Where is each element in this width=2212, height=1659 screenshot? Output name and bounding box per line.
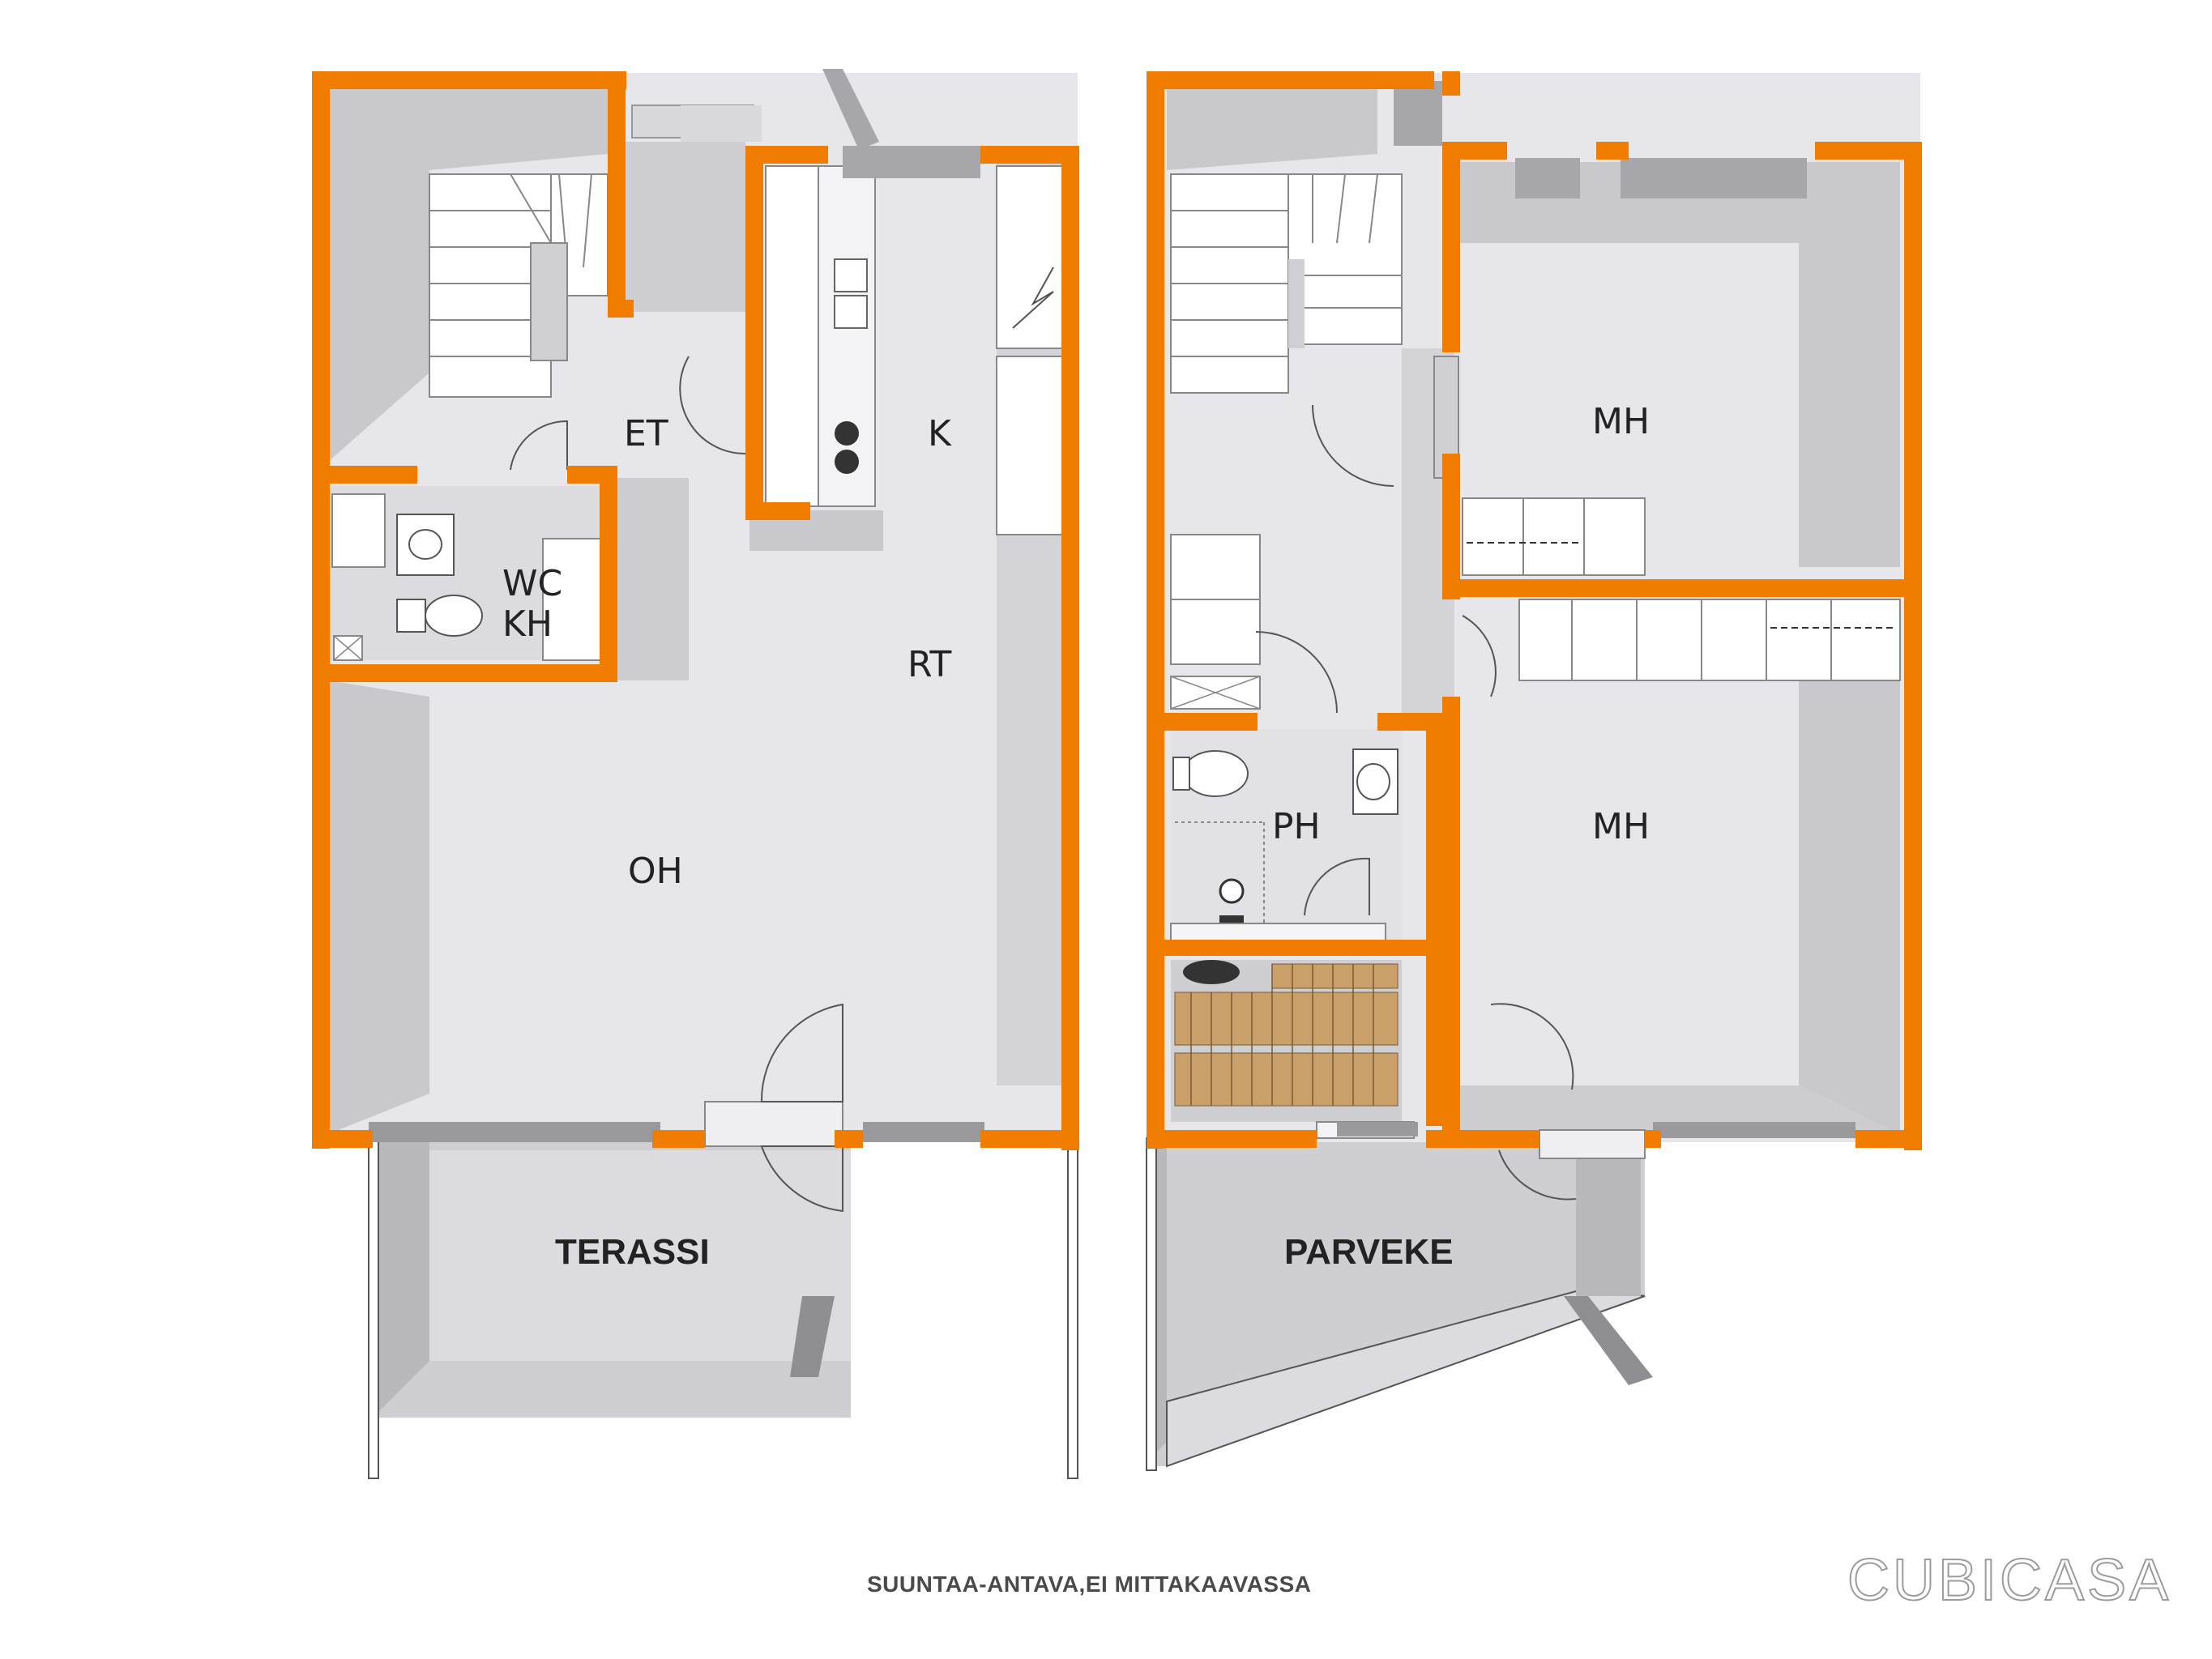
stairs-ground [429,173,609,398]
label-wc: WC [502,563,562,604]
label-mh-upper: MH [1592,401,1650,442]
label-parveke: PARVEKE [1284,1232,1454,1272]
walls-upper [1147,71,1922,1150]
kitchen [749,165,1066,551]
label-kh: KH [502,603,553,645]
label-k: K [928,413,952,454]
scale-disclaimer: SUUNTAA-ANTAVA,EI MITTAKAAVASSA [867,1572,1312,1597]
upper-floor [1146,71,1922,1471]
label-ph: PH [1272,806,1321,847]
brand-logo: CUBICASA [1847,1547,2172,1614]
label-mh-lower: MH [1592,806,1650,847]
label-terassi: TERASSI [555,1232,710,1272]
terrace [368,1137,1078,1479]
bathroom [1170,729,1402,945]
room-labels: ET K WC KH RT OH TERASSI MH MH PH PARVEK… [502,401,1650,1272]
label-et: ET [624,413,668,454]
wc-room [328,478,689,680]
walls-ground [312,71,1079,1150]
balcony [1146,1137,1653,1471]
stairs-upper [1170,173,1403,394]
label-rt: RT [907,644,951,685]
sauna [1171,960,1415,1139]
label-oh: OH [628,851,683,892]
ground-floor [312,69,1079,1479]
